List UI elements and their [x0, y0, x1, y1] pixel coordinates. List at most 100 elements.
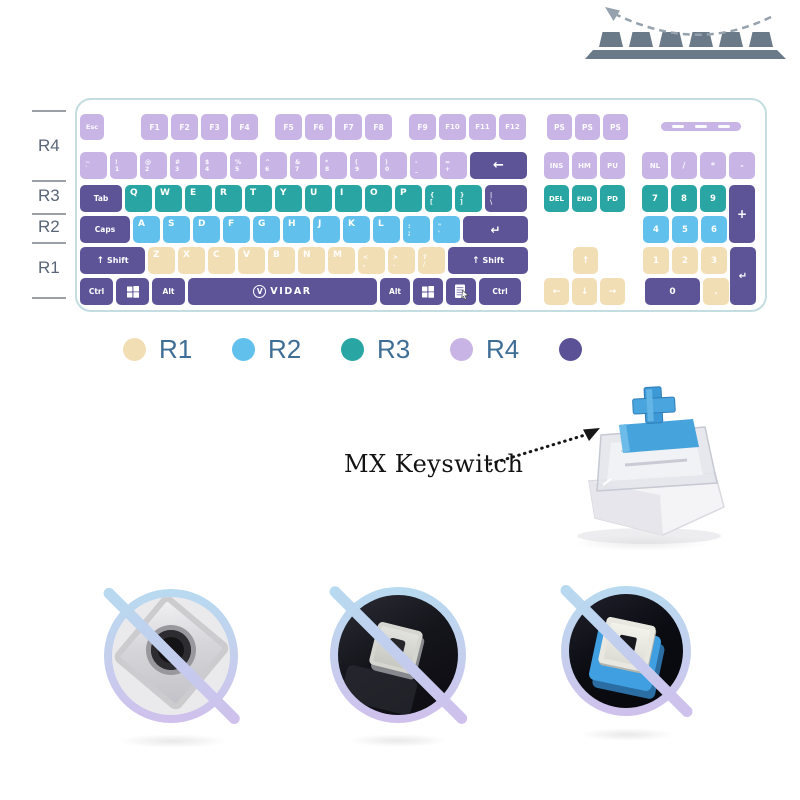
key-h: H: [283, 216, 310, 243]
key-menu: [446, 278, 476, 305]
key-pagedown: PD: [600, 185, 625, 212]
key-ps2: PS: [575, 114, 600, 140]
row-label-r1: R1: [38, 258, 60, 277]
key-symbol: #3: [170, 152, 197, 179]
row-tick-line: [32, 242, 66, 244]
key-symbol: <,: [358, 247, 385, 274]
mx-switch-photo: [577, 386, 725, 544]
key-y: Y: [275, 185, 302, 212]
key-b: B: [268, 247, 295, 274]
keycap-profile-sketch: [585, 7, 786, 59]
key-arrow-up: ↑: [573, 247, 598, 274]
key-f: F: [223, 216, 250, 243]
windows-icon: [126, 285, 139, 298]
mx-keyswitch-label: MX Keyswitch: [344, 450, 524, 478]
key-right-ctrl: Ctrl: [479, 278, 521, 305]
key-f12: F12: [499, 114, 526, 140]
key-symbol: >.: [388, 247, 415, 274]
key-arrow-down: ↓: [572, 278, 597, 305]
row-tick-line: [32, 213, 66, 215]
key-symbol: *8: [320, 152, 347, 179]
key-c: C: [208, 247, 235, 274]
circle-shadow: [580, 728, 675, 741]
key-delete: DEL: [544, 185, 569, 212]
key-ps3: PS: [603, 114, 628, 140]
key-symbol: (9: [350, 152, 377, 179]
key-m: M: [328, 247, 355, 274]
key-left-ctrl: Ctrl: [80, 278, 113, 305]
legend-label: R2: [268, 334, 302, 364]
key-left-alt: Alt: [152, 278, 185, 305]
legend-dot-r4: [450, 338, 473, 361]
no-clone-switch-circle: [557, 582, 695, 720]
key-g: G: [253, 216, 280, 243]
key-f5: F5: [275, 114, 302, 140]
key-symbol: ^6: [260, 152, 287, 179]
key-s: S: [163, 216, 190, 243]
key-ps1: PS: [547, 114, 572, 140]
key-l: L: [373, 216, 400, 243]
key-symbol: @2: [140, 152, 167, 179]
key-left-win: [116, 278, 149, 305]
key-p: P: [395, 185, 422, 212]
key-symbol: &7: [290, 152, 317, 179]
key-numpad-minus: -: [729, 152, 755, 179]
key-esc: Esc: [80, 114, 104, 140]
legend-item-r2: R2: [232, 334, 341, 365]
key-enter: ↵: [463, 216, 528, 243]
key-f1: F1: [141, 114, 168, 140]
key-numpad-6: 6: [701, 216, 727, 243]
legend-dot-accent: [559, 338, 582, 361]
key-pageup: PU: [600, 152, 625, 179]
key-arrow-right: →: [600, 278, 625, 305]
key-v: V: [238, 247, 265, 274]
row-tick-line: [32, 110, 66, 112]
key-symbol: }]: [455, 185, 482, 212]
key-u: U: [305, 185, 332, 212]
circle-shadow: [348, 734, 448, 747]
legend-item-accent: [559, 338, 582, 361]
no-keycap-barrel-circle: [100, 585, 242, 727]
key-o: O: [365, 185, 392, 212]
key-q: Q: [125, 185, 152, 212]
legend-label: R4: [486, 334, 520, 364]
keycap-row-shape: [585, 32, 786, 59]
key-numpad-slash: /: [671, 152, 697, 179]
key-numpad-9: 9: [700, 185, 726, 212]
key-f4: F4: [231, 114, 258, 140]
menu-document-icon: [454, 284, 469, 300]
legend-dot-r3: [341, 338, 364, 361]
key-numlock: NL: [642, 152, 668, 179]
key-numpad-5: 5: [672, 216, 698, 243]
row-tick-line: [32, 180, 66, 182]
key-f8: F8: [365, 114, 392, 140]
legend-item-r3: R3: [341, 334, 450, 365]
key-end: END: [572, 185, 597, 212]
key-f9: F9: [409, 114, 436, 140]
key-numpad-3: 3: [701, 247, 727, 274]
row-label-r4: R4: [38, 136, 60, 155]
key-symbol: "': [433, 216, 460, 243]
key-symbol: ?/: [418, 247, 445, 274]
dashed-curve-arrow: [616, 13, 772, 36]
key-symbol: ~`: [80, 152, 107, 179]
key-backspace: ←: [470, 152, 527, 179]
key-i: I: [335, 185, 362, 212]
key-numpad-2: 2: [672, 247, 698, 274]
legend-label: R3: [377, 334, 411, 364]
key-right-shift: ↑Shift: [448, 247, 528, 274]
key-capslock: Caps: [80, 216, 130, 243]
key-x: X: [178, 247, 205, 274]
row-label-r3: R3: [38, 186, 60, 205]
key-a: A: [133, 216, 160, 243]
key-numpad-0: 0: [645, 278, 700, 305]
legend-item-r4: R4: [450, 334, 559, 365]
key-right-win: [413, 278, 443, 305]
switch-shadow: [572, 535, 712, 551]
key-k: K: [343, 216, 370, 243]
circle-shadow: [118, 734, 228, 748]
no-membrane-switch-circle: [326, 583, 470, 727]
